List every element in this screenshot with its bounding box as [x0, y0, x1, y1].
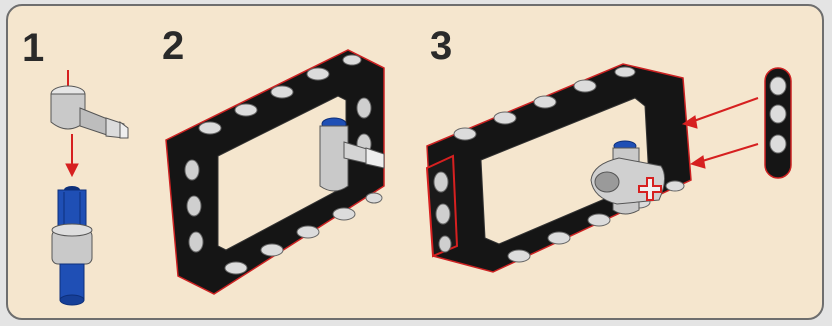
insert-arrow-icon [683, 98, 758, 168]
blue-axle-pin-part [52, 186, 92, 305]
instruction-panel: 1 2 3 [6, 4, 824, 320]
beam-frame-part [166, 50, 384, 294]
step-1-illustration [36, 64, 146, 314]
angle-connector-part [51, 70, 128, 138]
step-3-illustration [413, 50, 818, 290]
thin-beam-part [765, 68, 791, 178]
step-1-number: 1 [22, 28, 44, 68]
step-2-illustration [148, 36, 398, 306]
insert-arrow-icon [66, 134, 78, 176]
